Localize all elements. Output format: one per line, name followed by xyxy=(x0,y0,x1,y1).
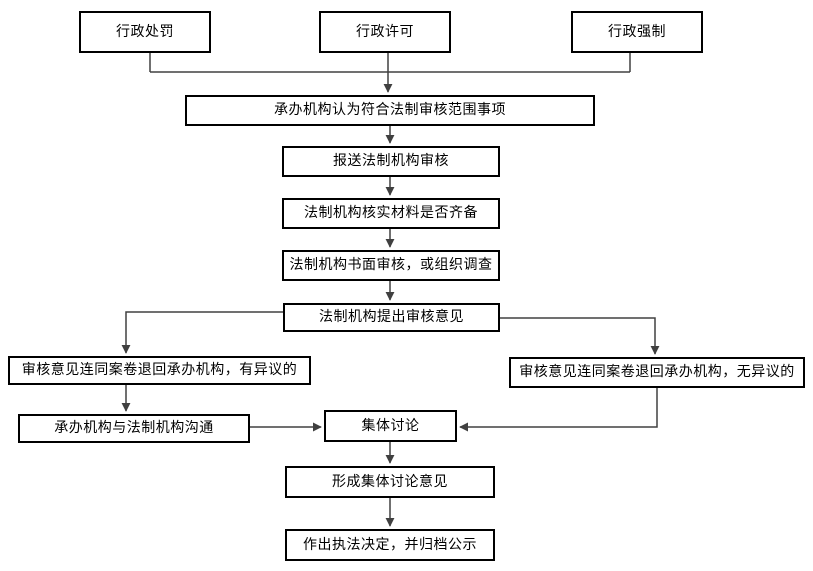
node-verify-materials: 法制机构核实材料是否齐备 xyxy=(282,198,500,229)
node-review-opinion: 法制机构提出审核意见 xyxy=(283,303,500,332)
node-administrative-license: 行政许可 xyxy=(319,11,451,53)
node-written-review: 法制机构书面审核，或组织调查 xyxy=(282,250,500,281)
node-communication: 承办机构与法制机构沟通 xyxy=(18,414,250,443)
node-return-with-objection: 审核意见连同案卷退回承办机构，有异议的 xyxy=(8,356,311,385)
node-discussion-opinion: 形成集体讨论意见 xyxy=(285,466,495,498)
edge-no-objection-to-discussion xyxy=(459,388,658,432)
node-final-decision: 作出执法决定，并归档公示 xyxy=(285,529,495,561)
node-administrative-penalty: 行政处罚 xyxy=(79,11,211,53)
edge-opinion-to-objection xyxy=(121,311,283,354)
node-return-no-objection: 审核意见连同案卷退回承办机构，无异议的 xyxy=(509,357,805,388)
node-scope-determination: 承办机构认为符合法制审核范围事项 xyxy=(185,95,595,126)
node-submit-for-review: 报送法制机构审核 xyxy=(282,146,500,177)
node-group-discussion: 集体讨论 xyxy=(324,410,457,442)
edge-opinion-to-no-objection xyxy=(500,317,660,355)
node-administrative-enforcement: 行政强制 xyxy=(571,11,703,53)
